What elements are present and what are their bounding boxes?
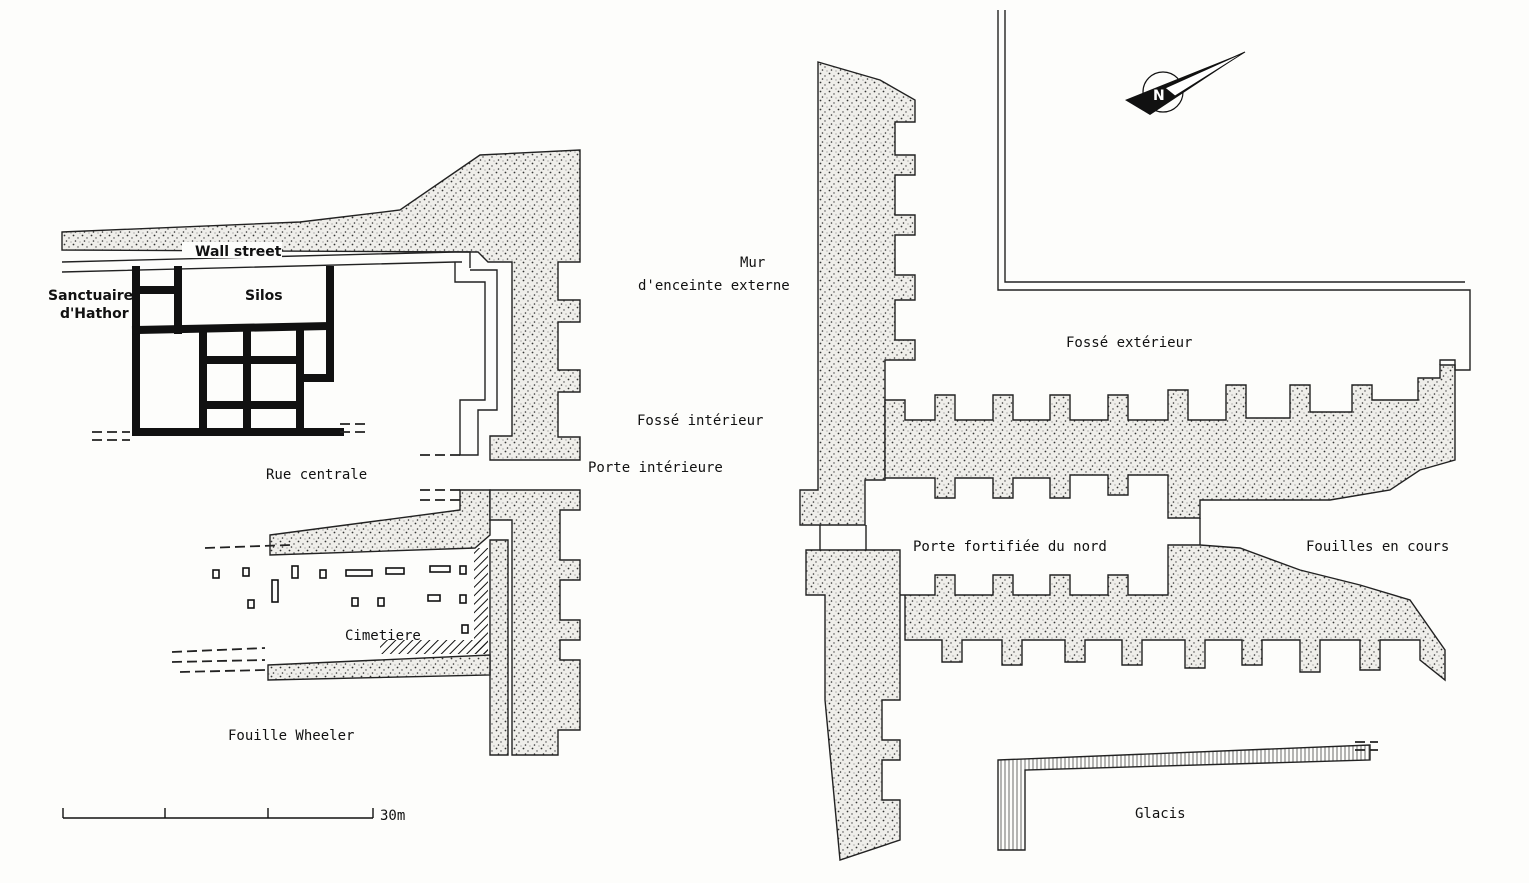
label-cimetiere: Cimetiere [345,628,421,644]
outer-wall-south [805,549,901,861]
north-arm-wall [884,364,1456,519]
scale-bar-label: 30m [380,808,405,824]
labels: Wall street Sanctuaire d'Hathor Silos Ru… [48,242,1449,822]
north-arrow: N [1125,51,1246,115]
label-glacis: Glacis [1135,806,1186,822]
label-porte-interieure: Porte intérieure [588,460,723,476]
cemetery-hatched-wall [380,640,488,654]
label-wall-street: Wall street [195,244,282,260]
cemetery-hatched-east [474,548,488,654]
dashed-line-cemetery-south [171,647,266,673]
outer-wall-north [799,61,916,526]
gate-passage [819,525,867,550]
glacis-dash [1355,741,1378,751]
label-fosse-exterieur: Fossé extérieur [1066,335,1192,351]
label-sanctuaire-1: Sanctuaire [48,288,133,304]
label-silos: Silos [245,288,283,304]
silos-building [131,266,344,436]
north-arrow-letter: N [1153,88,1165,104]
label-fosse-interieur: Fossé intérieur [637,413,763,429]
label-fouilles-en-cours: Fouilles en cours [1306,539,1449,555]
dashed-line-upper [420,489,460,501]
east-outer-strip [489,539,509,756]
inner-enclosure-wall [454,262,498,456]
outer-ditch-line [997,10,1471,371]
tombs [212,565,469,634]
label-mur-1: Mur [740,255,765,271]
south-arm-wall [900,544,1446,682]
label-mur-2: d'enceinte externe [638,278,790,294]
label-rue-centrale: Rue centrale [266,467,367,483]
scale-bar: 30m [62,808,405,824]
east-lower-wall [489,489,581,756]
north-wall-band [61,149,581,461]
label-fouille-wheeler: Fouille Wheeler [228,728,354,744]
right-plan: N [799,10,1471,861]
glacis-wall [997,744,1371,851]
dashed-wall-east [340,423,370,433]
dashed-wall-west [92,431,130,441]
label-porte-fortifiee: Porte fortifiée du nord [913,539,1107,555]
left-plan [61,149,581,756]
cemetery-south-wall [267,654,491,681]
label-sanctuaire-2: d'Hathor [60,306,129,322]
